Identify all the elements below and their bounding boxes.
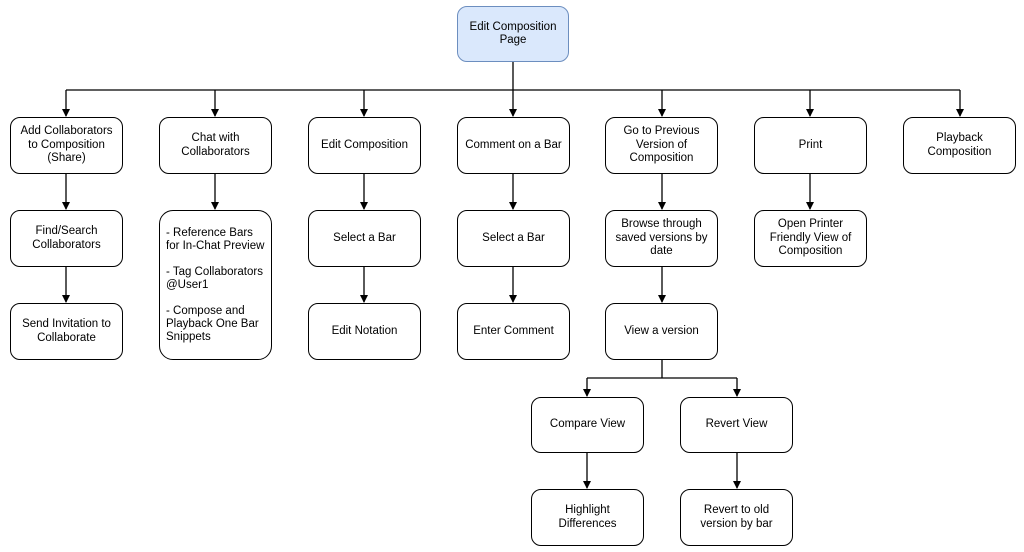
chat-features-list: - Reference Bars for In-Chat Preview - T… (159, 210, 272, 360)
comment-node: Comment on a Bar (457, 117, 570, 174)
send-invitation-node: Send Invitation to Collaborate (10, 303, 123, 360)
comment-select-bar-label: Select a Bar (482, 231, 545, 244)
chat-feature-compose-playback: - Compose and Playback One Bar Snippets (166, 305, 259, 343)
find-collaborators-node: Find/Search Collaborators (10, 210, 123, 267)
chat-feature-reference-bars: - Reference Bars for In-Chat Preview (166, 227, 265, 252)
find-collaborators-label: Find/Search Collaborators (32, 225, 101, 251)
playback-node: Playback Composition (903, 117, 1016, 174)
compare-view-label: Compare View (549, 418, 626, 431)
highlight-differences-label: Highlight Differences (558, 504, 617, 530)
chat-node: Chat with Collaborators (159, 117, 272, 174)
revert-old-version-label: Revert to old version by bar (700, 504, 773, 530)
revert-old-version-node: Revert to old version by bar (680, 489, 793, 546)
edit-select-bar-label: Select a Bar (333, 231, 396, 244)
previous-version-label: Go to Previous Version of Composition (623, 125, 700, 165)
browse-versions-node: Browse through saved versions by date (605, 210, 718, 267)
printer-friendly-node: Open Printer Friendly View of Compositio… (754, 210, 867, 267)
share-node: Add Collaborators to Composition (Share) (10, 117, 123, 174)
edit-composition-node: Edit Composition (308, 117, 421, 174)
enter-comment-node: Enter Comment (457, 303, 570, 360)
edit-composition-label: Edit Composition (321, 138, 408, 151)
share-label: Add Collaborators to Composition (Share) (20, 125, 113, 165)
view-version-node: View a version (605, 303, 718, 360)
edit-notation-node: Edit Notation (308, 303, 421, 360)
enter-comment-label: Enter Comment (473, 324, 554, 337)
view-version-label: View a version (624, 324, 699, 337)
connector-root-bus (66, 62, 960, 91)
edit-select-bar-node: Select a Bar (308, 210, 421, 267)
playback-label: Playback Composition (927, 132, 992, 158)
connector-view-bus (587, 360, 737, 379)
print-label: Print (798, 138, 823, 151)
browse-versions-label: Browse through saved versions by date (615, 218, 708, 258)
chat-feature-tag-collaborators: - Tag Collaborators @User1 (166, 266, 263, 291)
printer-friendly-label: Open Printer Friendly View of Compositio… (769, 218, 852, 258)
revert-view-node: Revert View (680, 397, 793, 453)
edit-notation-label: Edit Notation (331, 324, 398, 337)
root-label: Edit Composition Page (469, 20, 557, 47)
send-invitation-label: Send Invitation to Collaborate (22, 318, 111, 344)
highlight-differences-node: Highlight Differences (531, 489, 644, 546)
root-node: Edit Composition Page (457, 6, 569, 62)
compare-view-node: Compare View (531, 397, 644, 453)
comment-select-bar-node: Select a Bar (457, 210, 570, 267)
revert-view-label: Revert View (705, 418, 768, 431)
print-node: Print (754, 117, 867, 174)
comment-label: Comment on a Bar (465, 138, 562, 151)
previous-version-node: Go to Previous Version of Composition (605, 117, 718, 174)
chat-label: Chat with Collaborators (181, 132, 250, 158)
